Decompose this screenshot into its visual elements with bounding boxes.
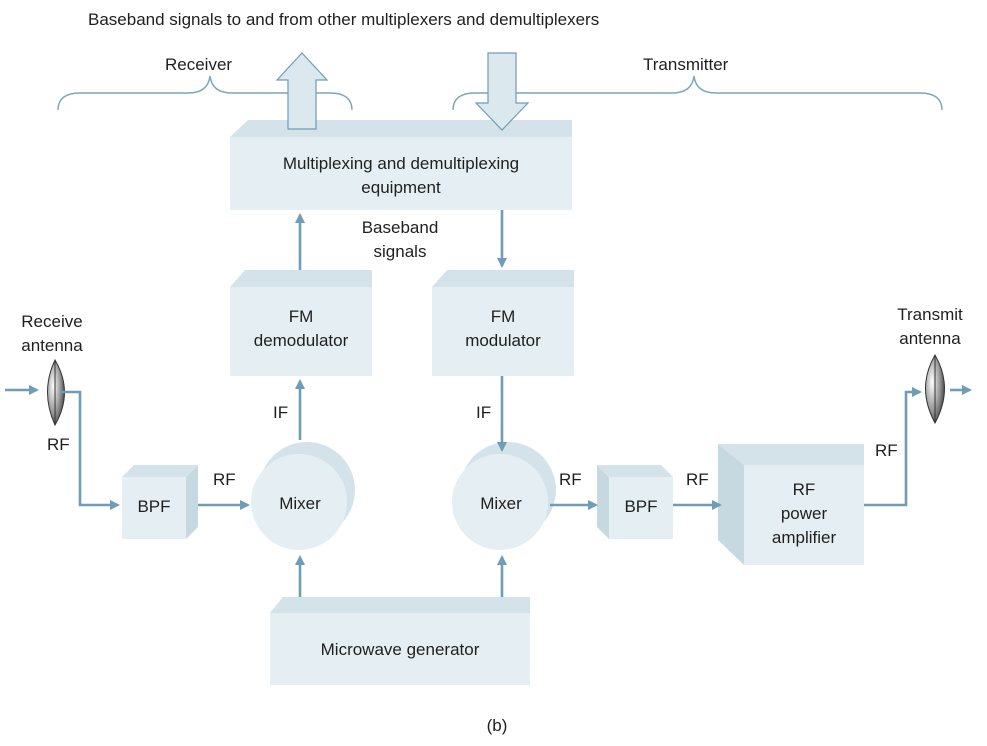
mux-label-line2: equipment <box>361 178 441 197</box>
receiver-brace <box>57 75 353 111</box>
bpf-left-block: BPF <box>122 465 198 539</box>
receive-antenna-line1: Receive <box>21 312 82 331</box>
rf-label-bpf-mixer-left: RF <box>213 470 236 489</box>
header-title: Baseband signals to and from other multi… <box>88 10 599 29</box>
mux-block: Multiplexing and demultiplexing equipmen… <box>230 120 572 210</box>
demod-label-line1: FM <box>289 307 314 326</box>
receive-antenna-line2: antenna <box>21 336 83 355</box>
rf-power-amplifier-block: RF power amplifier <box>718 444 864 565</box>
rf-label-mixer-bpf-right: RF <box>559 470 582 489</box>
fm-demodulator-block: FM demodulator <box>230 270 372 376</box>
amp-label-line2: power <box>781 504 828 523</box>
microwave-generator-block: Microwave generator <box>270 597 530 685</box>
mux-label-line1: Multiplexing and demultiplexing <box>283 154 519 173</box>
rf-label-receive: RF <box>47 435 70 454</box>
rf-label-transmit: RF <box>875 441 898 460</box>
baseband-signals-line2: signals <box>374 242 427 261</box>
transmitter-brace <box>452 75 943 111</box>
baseband-in-arrow <box>474 52 530 131</box>
baseband-out-arrow <box>275 52 329 130</box>
rf-label-bpf-amp: RF <box>686 470 709 489</box>
bpf-left-label: BPF <box>137 497 170 516</box>
bpf-right-label: BPF <box>624 497 657 516</box>
if-label-left: IF <box>273 403 288 422</box>
amp-to-antenna-arrow <box>864 387 922 507</box>
transmitter-label: Transmitter <box>643 55 729 74</box>
mixer-left-label: Mixer <box>279 494 321 513</box>
transmit-antenna-line2: antenna <box>899 329 961 348</box>
mixer-right: Mixer <box>452 442 556 550</box>
receive-antenna <box>47 358 65 427</box>
baseband-signals-line1: Baseband <box>362 218 439 237</box>
amp-label-line3: amplifier <box>772 528 837 547</box>
mixer-left: Mixer <box>251 442 355 550</box>
transmit-antenna-line1: Transmit <box>897 305 963 324</box>
receiver-label: Receiver <box>165 55 232 74</box>
demod-label-line2: demodulator <box>254 331 349 350</box>
figure-caption: (b) <box>487 716 508 735</box>
fm-modulator-block: FM modulator <box>432 270 574 376</box>
mixer-right-label: Mixer <box>480 494 522 513</box>
mod-label-line1: FM <box>491 307 516 326</box>
amp-label-line1: RF <box>793 480 816 499</box>
microwave-label: Microwave generator <box>321 640 480 659</box>
if-label-right: IF <box>476 403 491 422</box>
antenna-to-bpf-arrow <box>60 390 120 510</box>
transmit-antenna <box>925 353 945 425</box>
bpf-right-block: BPF <box>597 465 673 539</box>
mod-label-line2: modulator <box>465 331 541 350</box>
